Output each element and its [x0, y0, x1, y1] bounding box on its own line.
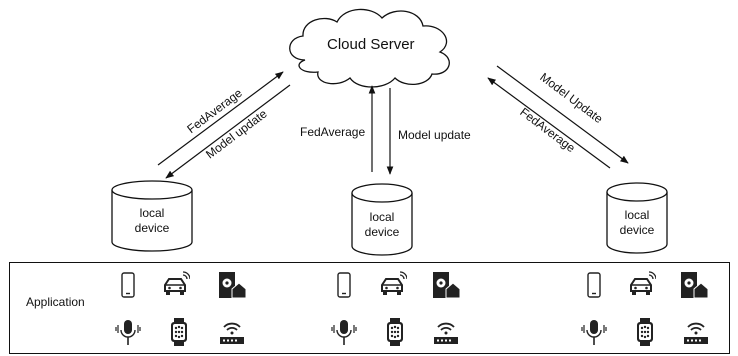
right-model-update-arrow	[496, 65, 629, 164]
smartphone-icon	[580, 271, 608, 299]
device-cylinder-right	[606, 182, 668, 254]
device-label-left: local device	[112, 206, 192, 236]
device-label-line1: local	[624, 208, 650, 222]
voice-assistant-icon	[114, 318, 142, 346]
cloud-server-label: Cloud Server	[327, 36, 415, 53]
smart-home-icon	[680, 271, 708, 299]
device-label-line1: local	[139, 206, 165, 220]
smart-home-icon	[218, 271, 246, 299]
smart-home-icon	[432, 271, 460, 299]
device-label-line2: device	[619, 223, 655, 237]
device-label-line2: device	[364, 225, 400, 239]
device-label-line1: local	[369, 210, 395, 224]
left-model-update-arrow	[165, 84, 291, 179]
wifi-router-icon	[682, 318, 710, 346]
application-label: Application	[26, 295, 85, 309]
wifi-router-icon	[432, 318, 460, 346]
device-label-line2: device	[134, 221, 170, 235]
smartwatch-icon	[381, 318, 409, 346]
smartwatch-icon	[165, 318, 193, 346]
smartphone-icon	[330, 271, 358, 299]
voice-assistant-icon	[580, 318, 608, 346]
application-panel	[9, 262, 730, 354]
device-label-center: local device	[342, 210, 422, 240]
voice-assistant-icon	[330, 318, 358, 346]
smartphone-icon	[114, 271, 142, 299]
device-cylinder-left	[111, 180, 193, 252]
center-fedaverage-label: FedAverage	[300, 125, 366, 139]
car-icon	[162, 271, 190, 299]
device-label-right: local device	[597, 208, 677, 238]
right-fedaverage-arrow	[487, 77, 611, 169]
center-model-update-label: Model update	[398, 128, 471, 142]
left-fedaverage-arrow	[157, 71, 284, 166]
wifi-router-icon	[218, 318, 246, 346]
car-icon	[628, 271, 656, 299]
car-icon	[379, 271, 407, 299]
cloud-shape	[289, 8, 450, 88]
smartwatch-icon	[631, 318, 659, 346]
device-cylinder-center	[351, 183, 413, 256]
